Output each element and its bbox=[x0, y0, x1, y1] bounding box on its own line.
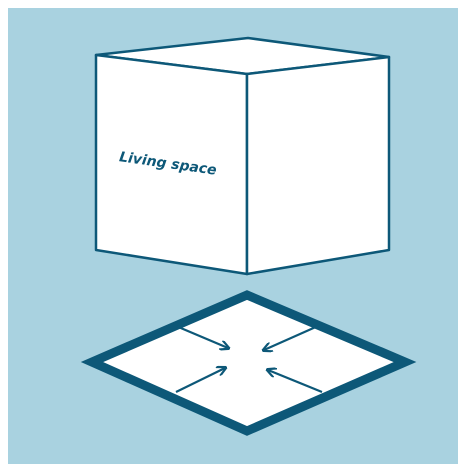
arrow-top-right bbox=[264, 324, 319, 350]
floor-area bbox=[80, 290, 417, 436]
arrow-top-left bbox=[175, 324, 228, 348]
floor-diamond bbox=[80, 290, 417, 436]
arrow-bottom-left bbox=[175, 368, 225, 393]
arrow-bottom-right bbox=[268, 370, 323, 394]
living-space-box: Living space bbox=[94, 36, 391, 276]
box-right-face bbox=[245, 55, 391, 276]
